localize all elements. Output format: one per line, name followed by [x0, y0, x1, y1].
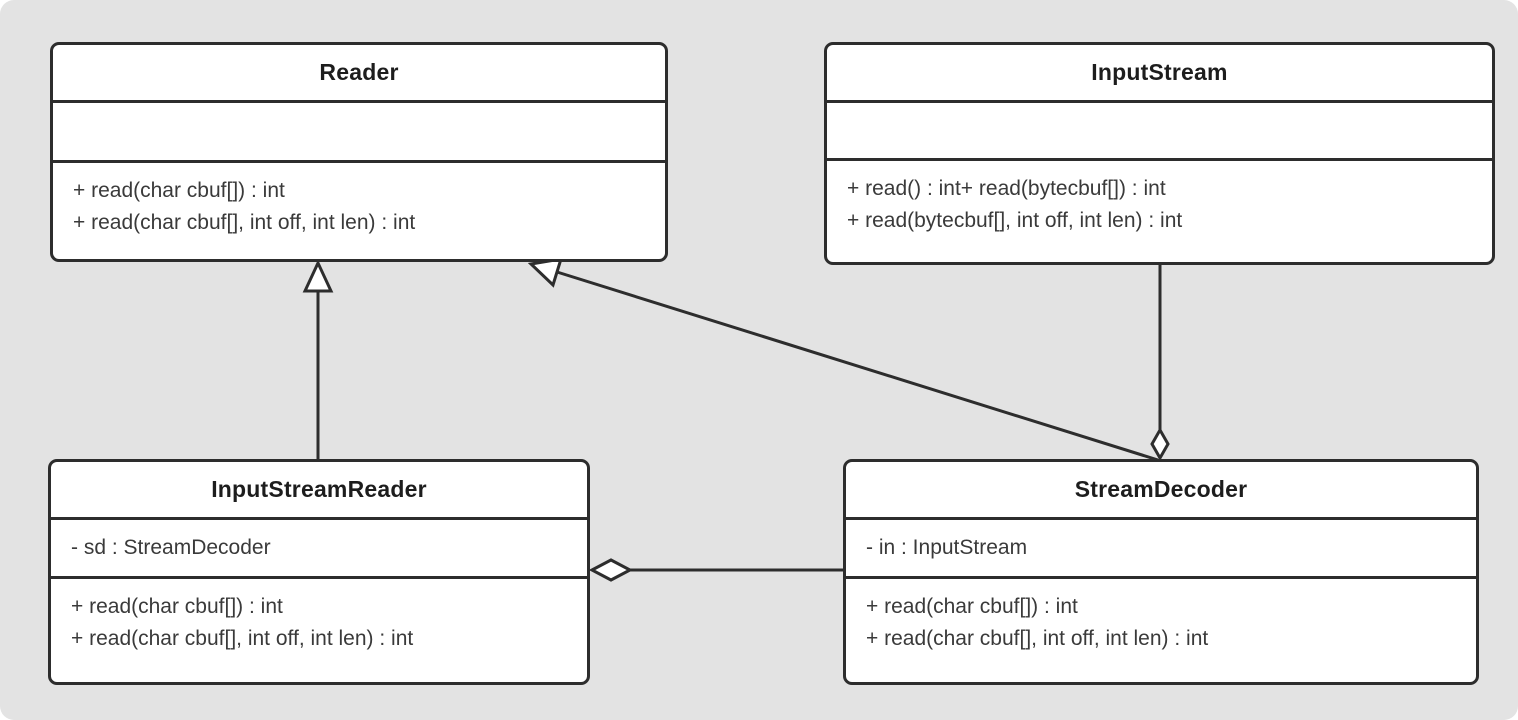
class-name: InputStream	[827, 45, 1492, 103]
attributes-section: - in : InputStream	[846, 520, 1476, 579]
hollow-diamond-icon	[588, 558, 634, 582]
attributes-section: - sd : StreamDecoder	[51, 520, 587, 579]
methods-section: + read(char cbuf[]) : int + read(char cb…	[51, 579, 587, 655]
method-item: + read(char cbuf[], int off, int len) : …	[73, 211, 416, 234]
attribute-item: - in : InputStream	[866, 536, 1028, 559]
method-item: + read(char cbuf[]) : int	[73, 179, 285, 202]
class-box-reader[interactable]: Reader + read(char cbuf[]) : int + read(…	[50, 42, 668, 262]
attributes-section	[53, 103, 665, 163]
aggregation-streamdecoder-of-inputstream[interactable]	[1150, 265, 1170, 462]
class-box-streamdecoder[interactable]: StreamDecoder - in : InputStream + read(…	[843, 459, 1479, 685]
class-name: InputStreamReader	[51, 462, 587, 520]
method-item: + read(char cbuf[], int off, int len) : …	[866, 627, 1209, 650]
aggregation-inputstreamreader-of-streamdecoder[interactable]	[588, 558, 844, 582]
generalization-streamdecoder-to-reader[interactable]	[527, 257, 1159, 462]
method-item: + read(bytecbuf[], int off, int len) : i…	[847, 209, 1183, 232]
class-box-inputstream[interactable]: InputStream + read() : int+ read(bytecbu…	[824, 42, 1495, 265]
hollow-triangle-icon	[527, 257, 564, 288]
methods-section: + read() : int+ read(bytecbuf[]) : int +…	[827, 161, 1492, 237]
class-name: Reader	[53, 45, 665, 103]
method-item: + read(char cbuf[]) : int	[866, 595, 1078, 618]
methods-section: + read(char cbuf[]) : int + read(char cb…	[846, 579, 1476, 655]
class-name: StreamDecoder	[846, 462, 1476, 520]
method-item: + read(char cbuf[], int off, int len) : …	[71, 627, 414, 650]
hollow-triangle-icon	[302, 259, 334, 293]
method-item: + read() : int+ read(bytecbuf[]) : int	[847, 177, 1166, 200]
hollow-diamond-icon	[1150, 426, 1170, 462]
class-box-inputstreamreader[interactable]: InputStreamReader - sd : StreamDecoder +…	[48, 459, 590, 685]
attribute-item: - sd : StreamDecoder	[71, 536, 271, 559]
method-item: + read(char cbuf[]) : int	[71, 595, 283, 618]
generalization-inputstreamreader-to-reader[interactable]	[302, 259, 334, 460]
methods-section: + read(char cbuf[]) : int + read(char cb…	[53, 163, 665, 239]
attributes-section	[827, 103, 1492, 161]
